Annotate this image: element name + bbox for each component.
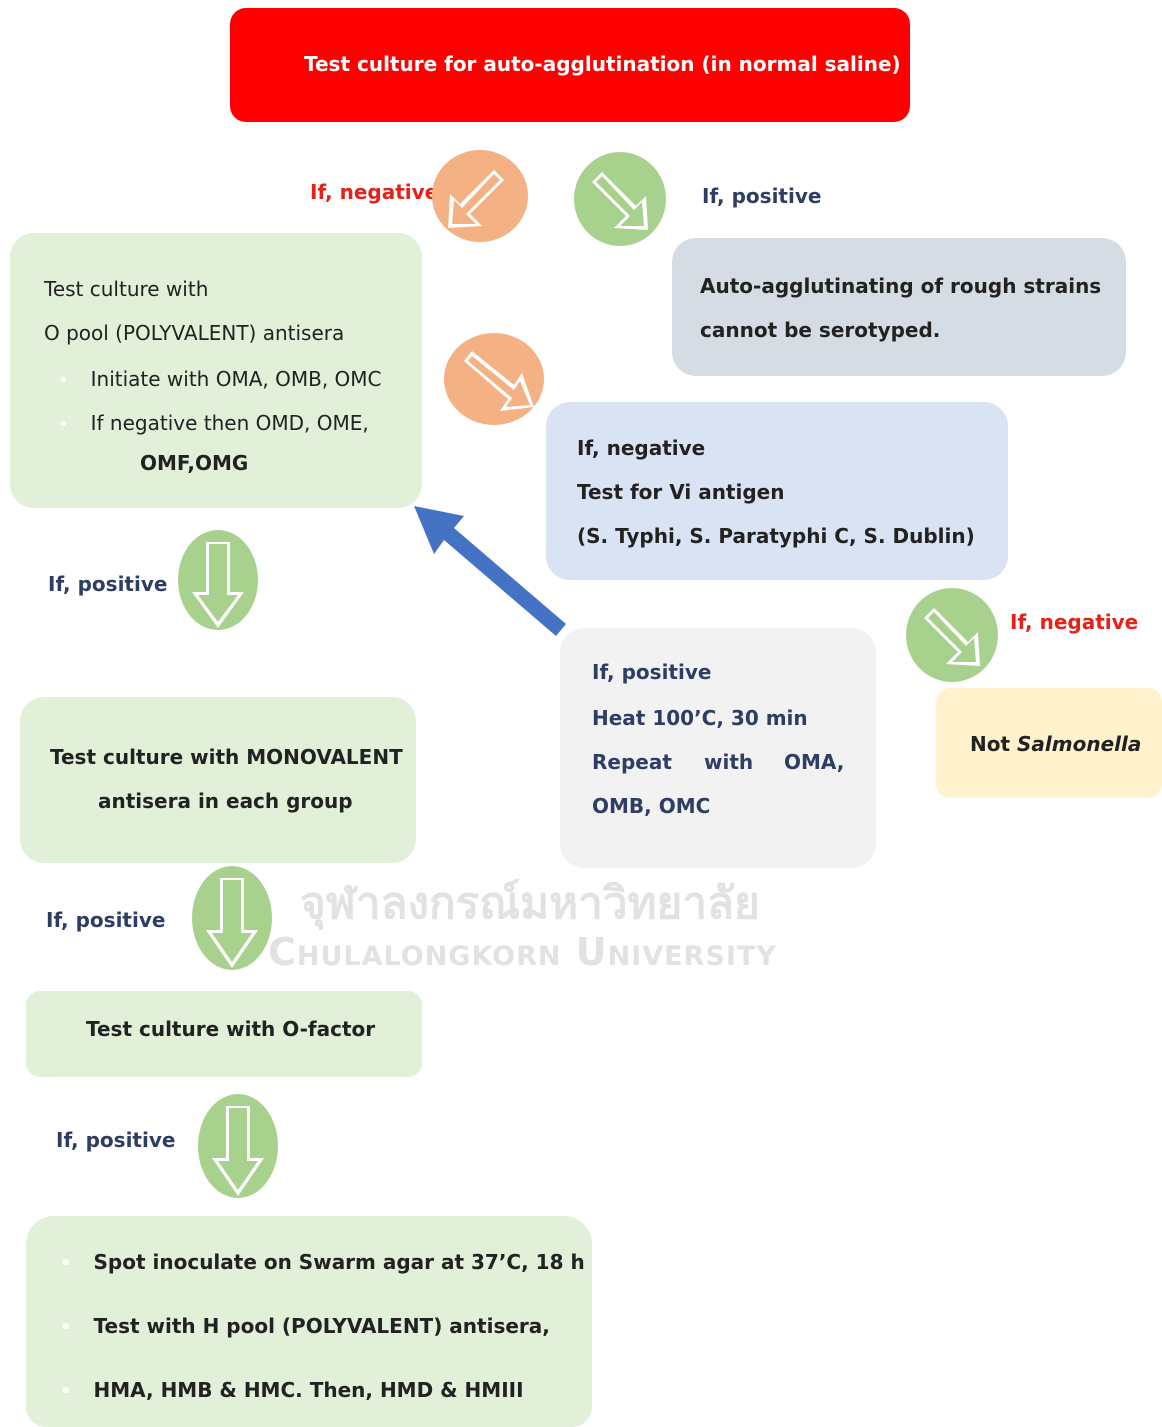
rough-strains-line1: Auto-agglutinating of rough strains <box>700 274 1102 298</box>
vi-line2: Test for Vi antigen <box>577 480 785 504</box>
o-factor-text: Test culture with O-factor <box>86 1017 376 1041</box>
o-pool-bullet1: •Initiate with OMA, OMB, OMC <box>58 367 382 391</box>
auto-agglutination-text: Test culture for auto-agglutination (in … <box>304 52 901 76</box>
o-pool-bullet2-cont: OMF,OMG <box>140 451 249 475</box>
label-if-positive-1: If, positive <box>48 572 168 596</box>
up-left-arrow-icon <box>414 506 566 636</box>
label-if-positive-top: If, positive <box>702 184 822 208</box>
monovalent-line1: Test culture with MONOVALENT <box>50 745 403 769</box>
o-factor-box: Test culture with O-factor <box>26 991 422 1077</box>
down-arrow-icon <box>198 1094 278 1198</box>
vi-antigen-box: If, negative Test for Vi antigen (S. Typ… <box>546 402 1008 580</box>
label-if-negative-top: If, negative <box>310 180 439 204</box>
not-salmonella-text: Not Salmonella <box>970 732 1142 756</box>
vi-line3: (S. Typhi, S. Paratyphi C, S. Dublin) <box>577 524 975 548</box>
bullet-icon: • <box>60 1381 72 1402</box>
watermark-thai: จุฬาลงกรณ์มหาวิทยาลัย <box>300 878 760 929</box>
bullet-icon: • <box>58 370 69 391</box>
o-pool-bullet2: •If negative then OMD, OME, <box>58 411 369 435</box>
down-right-arrow-icon <box>574 152 666 246</box>
label-if-positive-3: If, positive <box>56 1128 176 1152</box>
heat-line3-a: Repeat <box>592 750 672 774</box>
heat-box: If, positive Heat 100’C, 30 min Repeat w… <box>560 628 876 868</box>
bullet-icon: • <box>60 1253 72 1274</box>
down-right-arrow-icon <box>444 333 544 425</box>
heat-line1: If, positive <box>592 660 712 684</box>
h-pool-item3: •HMA, HMB & HMC. Then, HMD & HMIII <box>60 1378 524 1402</box>
heat-line3-c: OMA, <box>784 750 845 774</box>
auto-agglutination-box: Test culture for auto-agglutination (in … <box>230 8 910 122</box>
o-pool-line1: Test culture with <box>44 277 209 301</box>
heat-line3-b: with <box>704 750 754 774</box>
watermark-english: Chulalongkorn University <box>268 930 777 974</box>
h-pool-item1: •Spot inoculate on Swarm agar at 37’C, 1… <box>60 1250 585 1274</box>
down-arrow-icon <box>192 866 272 970</box>
not-salmonella-box: Not Salmonella <box>936 688 1162 798</box>
bullet-icon: • <box>60 1317 72 1338</box>
vi-line1: If, negative <box>577 436 706 460</box>
down-left-arrow-icon <box>432 150 528 242</box>
bullet-icon: • <box>58 414 69 435</box>
heat-line4: OMB, OMC <box>592 794 711 818</box>
monovalent-box: Test culture with MONOVALENT antisera in… <box>20 697 416 863</box>
h-pool-box: •Spot inoculate on Swarm agar at 37’C, 1… <box>26 1216 592 1427</box>
heat-line2: Heat 100’C, 30 min <box>592 706 808 730</box>
label-if-negative-right: If, negative <box>1010 610 1139 634</box>
down-right-arrow-icon <box>906 588 998 682</box>
o-pool-line2: O pool (POLYVALENT) antisera <box>44 321 345 345</box>
label-if-positive-2: If, positive <box>46 908 166 932</box>
monovalent-line2: antisera in each group <box>98 789 353 813</box>
down-arrow-icon <box>178 530 258 630</box>
rough-strains-box: Auto-agglutinating of rough strains cann… <box>672 238 1126 376</box>
rough-strains-line2: cannot be serotyped. <box>700 318 941 342</box>
o-pool-box: Test culture with O pool (POLYVALENT) an… <box>10 233 422 508</box>
h-pool-item2: •Test with H pool (POLYVALENT) antisera, <box>60 1314 550 1338</box>
